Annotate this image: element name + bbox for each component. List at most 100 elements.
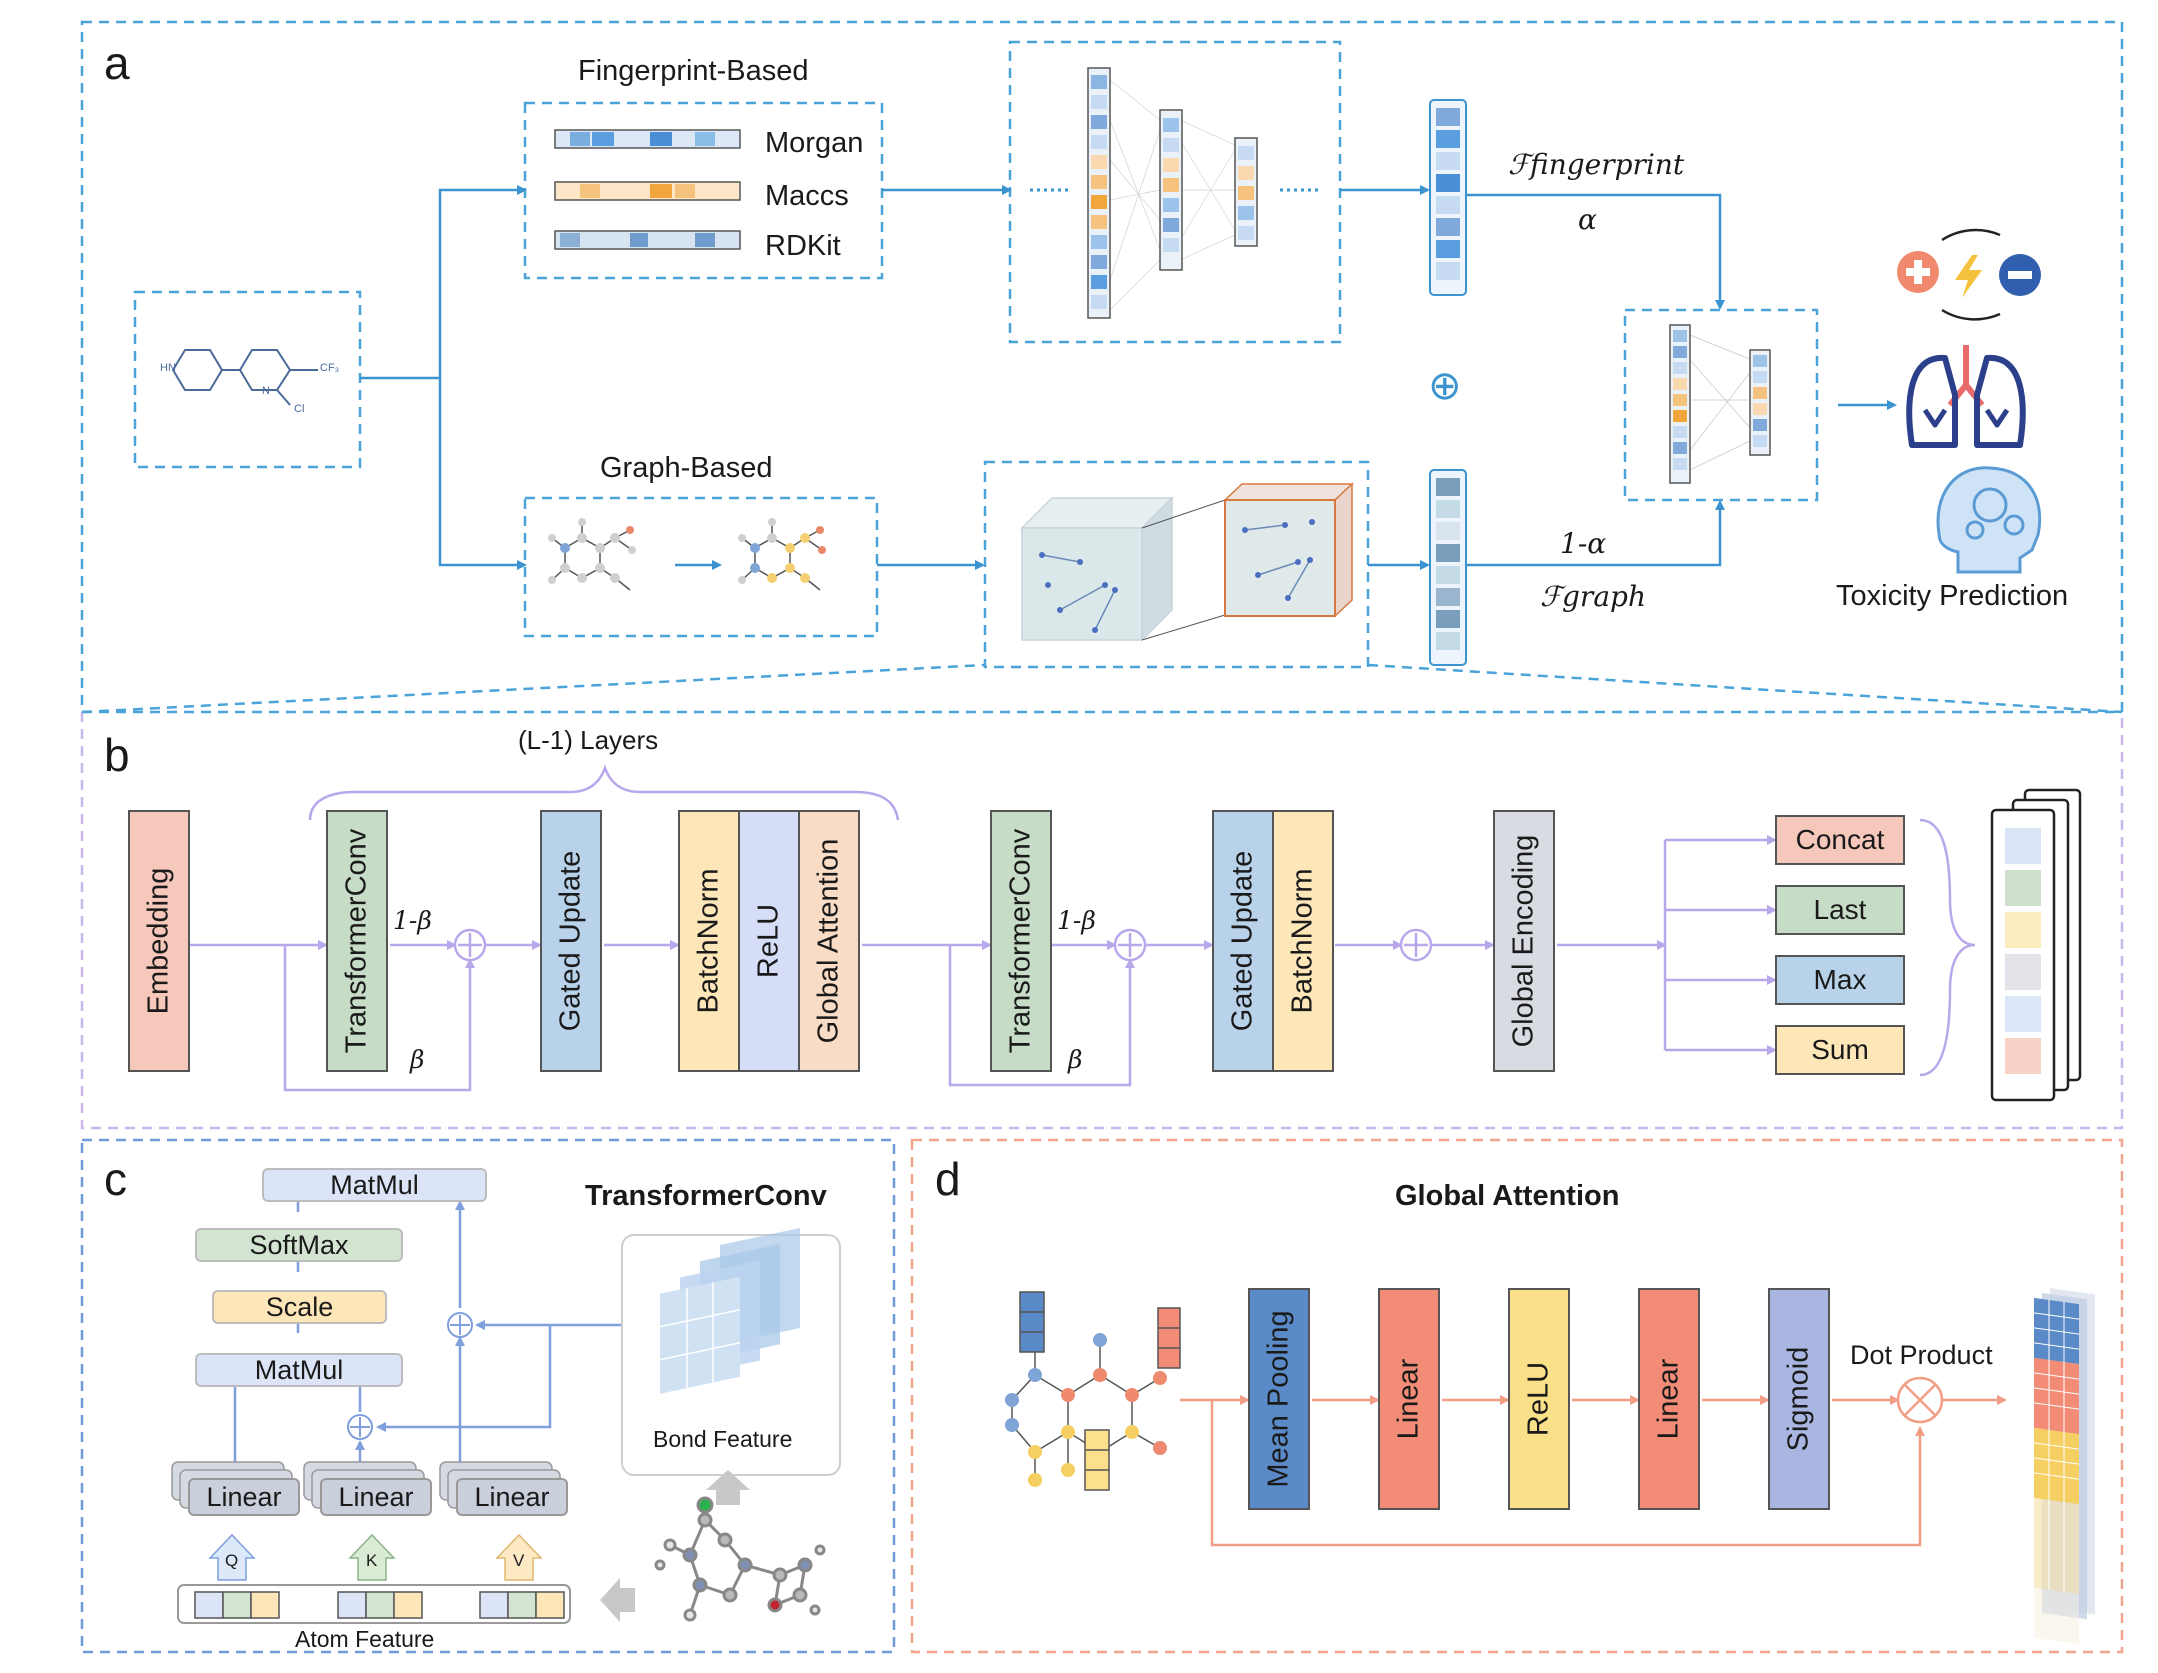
- fp-morgan-bar: [554, 129, 741, 149]
- layers-brace: [308, 764, 900, 821]
- atom-feature-bar: [177, 1584, 571, 1624]
- beta-label-1: β: [410, 1045, 425, 1074]
- dot-product-label: Dot Product: [1850, 1340, 1993, 1370]
- panel-a-arrows: [360, 185, 1897, 570]
- graph-feature-vector: [1429, 469, 1467, 666]
- molecule-label-n: N: [262, 385, 270, 397]
- molecule-structure: [171, 349, 318, 406]
- fp-label-maccs: Maccs: [765, 180, 849, 212]
- linear-block-1: Linear: [1378, 1288, 1440, 1510]
- gnn-projection-lines: [1141, 499, 1226, 641]
- fusion-box: [1623, 308, 1819, 502]
- beta-label-2: β: [1068, 1045, 1083, 1074]
- sigmoid-block: Sigmoid: [1768, 1288, 1830, 1510]
- panel-d-letter: d: [935, 1153, 961, 1205]
- one-minus-beta-label-2: 1-β: [1057, 906, 1096, 935]
- mean-pooling-block: Mean Pooling: [1248, 1288, 1310, 1510]
- transformerconv-block-2: TransformerConv: [990, 810, 1052, 1072]
- panel-d-border: [910, 1138, 2124, 1654]
- molecular-graph-2-atoms: [738, 518, 826, 584]
- panel-a-border: [80, 20, 2124, 714]
- k-label: K: [366, 1551, 378, 1570]
- gated-update-block-2: Gated Update: [1212, 810, 1274, 1072]
- fusion-layer-1: [1669, 324, 1691, 484]
- panel-b-letter: b: [104, 729, 130, 781]
- layers-label: (L-1) Layers: [518, 725, 659, 755]
- matmul-top: MatMul: [262, 1168, 487, 1202]
- panel-c-letter: c: [104, 1153, 127, 1205]
- molecule-label-cl: Cl: [294, 403, 305, 415]
- gnn-cube-left: [1020, 496, 1174, 642]
- fp-maccs-bar: [554, 181, 741, 201]
- output-stack-d: [2034, 1288, 2095, 1645]
- lungs-icon: [1906, 345, 2026, 448]
- relu-block-d: ReLU: [1508, 1288, 1570, 1510]
- relu-block: ReLU: [738, 810, 800, 1072]
- mlp-layer-2: [1159, 109, 1183, 271]
- zoom-line-right: [1367, 663, 2123, 714]
- batchnorm-block-1: BatchNorm: [678, 810, 740, 1072]
- readout-sum: Sum: [1775, 1025, 1905, 1075]
- one-minus-beta-label-1: 1-β: [393, 906, 432, 935]
- bond-feature-label: Bond Feature: [653, 1426, 793, 1452]
- mlp-connections: [1109, 79, 1236, 311]
- readout-concat: Concat: [1775, 815, 1905, 865]
- linear-k: Linear: [320, 1478, 432, 1516]
- qkv-arrows: [208, 1533, 543, 1581]
- fp-label-rdkit: RDKit: [765, 230, 841, 262]
- v-label: V: [513, 1551, 525, 1570]
- mlp-layer-3: [1234, 137, 1258, 247]
- panel-b-arrows: [190, 818, 1976, 1092]
- graph-based-box: [523, 496, 879, 638]
- mlp-layer-1: [1087, 67, 1111, 319]
- q-label: Q: [225, 1551, 239, 1570]
- alpha-label: α: [1578, 203, 1597, 236]
- readout-last: Last: [1775, 885, 1905, 935]
- bond-feature-card: [621, 1227, 841, 1476]
- panel-a-letter: a: [104, 37, 130, 89]
- output-stack-b: [1990, 788, 2082, 1102]
- batchnorm-block-2: BatchNorm: [1272, 810, 1334, 1072]
- panel-d-arrows: [1180, 1395, 2007, 1547]
- molecule-box: [133, 290, 362, 469]
- fingerprint-based-title: Fingerprint-Based: [578, 55, 809, 87]
- global-attention-block: Global Attention: [798, 810, 860, 1072]
- one-minus-alpha-label: 1-α: [1560, 527, 1607, 560]
- molecular-graph-1: [551, 522, 633, 591]
- global-attention-title: Global Attention: [1395, 1180, 1620, 1212]
- fp-rdkit-bar: [554, 230, 741, 250]
- brain-head-icon: [1936, 466, 2042, 574]
- matmul-bottom: MatMul: [195, 1353, 403, 1387]
- plus-circles-c: [347, 1312, 473, 1440]
- linear-q: Linear: [188, 1478, 300, 1516]
- softmax-block: SoftMax: [195, 1228, 403, 1262]
- molecular-graph-1-atoms: [548, 518, 636, 584]
- plus-circles-b: [453, 928, 1433, 962]
- toxicity-prediction-label: Toxicity Prediction: [1836, 580, 2069, 612]
- gray-arrow-left: [600, 1578, 635, 1622]
- fusion-plus-icon: ⊕: [1428, 364, 1462, 408]
- embedding-block: Embedding: [128, 810, 190, 1072]
- gated-update-block-1: Gated Update: [540, 810, 602, 1072]
- f-fingerprint-label: ℱfingerprint: [1508, 148, 1685, 181]
- panel-b-border: [80, 712, 2124, 1130]
- scale-block: Scale: [212, 1290, 387, 1324]
- graph-based-title: Graph-Based: [600, 452, 773, 484]
- fusion-connections: [1689, 334, 1753, 471]
- readout-max: Max: [1775, 955, 1905, 1005]
- fp-label-morgan: Morgan: [765, 127, 864, 159]
- atom-feature-label: Atom Feature: [295, 1626, 435, 1652]
- gnn-cube-right: [1223, 482, 1354, 618]
- molecule-label-cf3: CF₃: [320, 362, 340, 374]
- fusion-layer-2: [1749, 349, 1771, 456]
- f-graph-label: ℱgraph: [1540, 580, 1646, 613]
- charge-icon: [1897, 228, 2041, 321]
- linear-block-2: Linear: [1638, 1288, 1700, 1510]
- dot-product-symbol: [1896, 1376, 1944, 1424]
- gray-arrow-up: [706, 1470, 750, 1505]
- molecule-3d: [654, 1496, 826, 1622]
- transformerconv-title: TransformerConv: [585, 1180, 827, 1212]
- fingerprint-feature-vector: [1429, 99, 1467, 296]
